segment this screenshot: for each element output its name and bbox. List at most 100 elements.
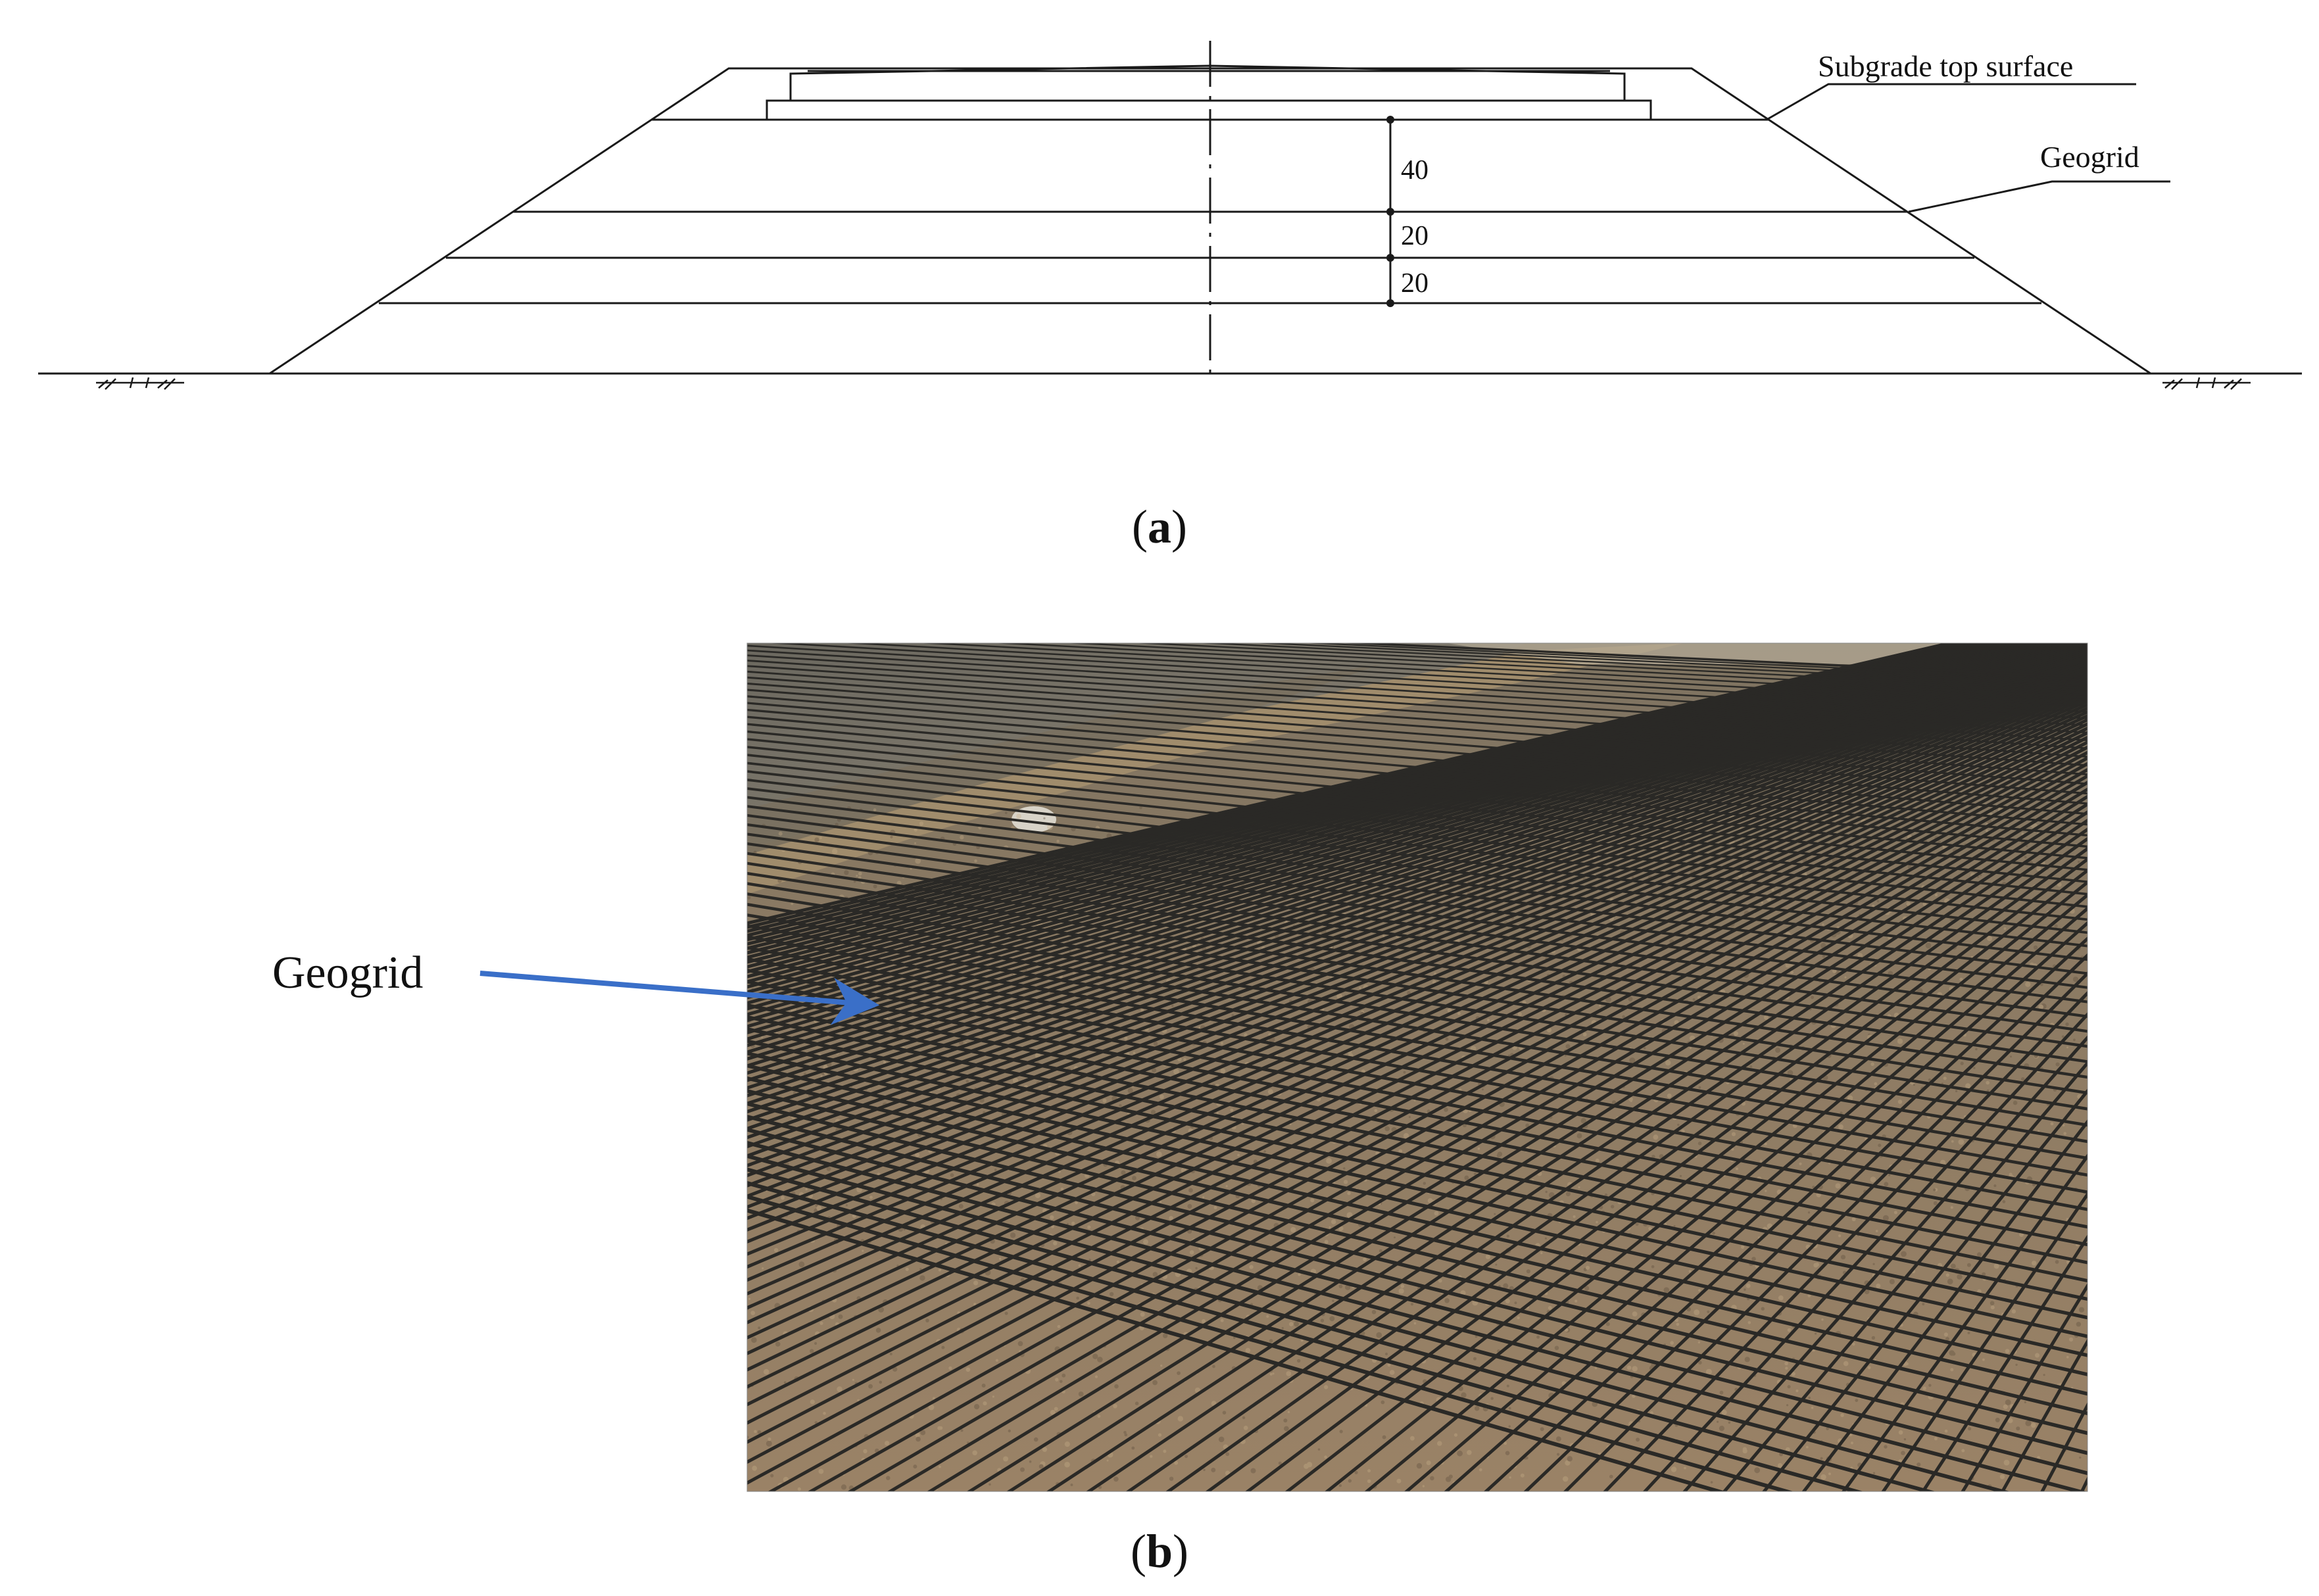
geogrid-strip bbox=[747, 805, 2087, 975]
geogrid-strip bbox=[747, 823, 2087, 1004]
geogrid-strip bbox=[747, 935, 2087, 1177]
geogrid-strip bbox=[747, 696, 2087, 1256]
geogrid-strip bbox=[747, 644, 2087, 727]
geogrid-strip bbox=[1086, 818, 2087, 1491]
geogrid-strip bbox=[765, 643, 2087, 719]
geogrid-strip bbox=[747, 658, 2087, 1114]
geogrid-strip bbox=[747, 650, 2087, 1082]
geogrid-strip bbox=[1196, 643, 2087, 687]
geogrid-strip bbox=[747, 667, 2087, 1149]
geogrid-strip bbox=[747, 692, 2087, 1244]
geogrid-strip bbox=[747, 861, 2087, 1063]
geogrid-strip bbox=[747, 687, 2087, 1221]
caption-b-letter: b bbox=[1146, 1525, 1173, 1578]
geogrid-strip bbox=[747, 673, 2087, 1168]
dimension-20-label: 20 bbox=[1401, 221, 1428, 251]
geogrid-strip bbox=[747, 643, 2009, 964]
geogrid-strip bbox=[847, 774, 2087, 1491]
geogrid-strip bbox=[747, 746, 2087, 883]
geogrid-strip bbox=[747, 675, 2087, 1178]
geogrid-strip bbox=[747, 1127, 2087, 1476]
geogrid-strip bbox=[1642, 1011, 2087, 1491]
geogrid-strip bbox=[747, 682, 2087, 785]
geogrid-strip bbox=[1046, 810, 2087, 1491]
geogrid-strip bbox=[747, 1140, 2087, 1491]
geogrid-strip bbox=[1338, 643, 2087, 679]
geogrid-strip bbox=[747, 833, 2087, 1018]
geogrid-strip bbox=[1762, 1088, 2087, 1491]
geogrid-strip bbox=[747, 796, 2087, 961]
geogrid-strip bbox=[1253, 643, 2087, 684]
geogrid-strip bbox=[747, 842, 2087, 1033]
geogrid-strip bbox=[747, 745, 2087, 1444]
geogrid-strip bbox=[747, 1027, 2087, 1320]
caption-a: (a) bbox=[1132, 500, 1187, 553]
geogrid-strip bbox=[747, 665, 2087, 758]
caption-b: (b) bbox=[1130, 1525, 1188, 1578]
geogrid-strip bbox=[747, 924, 2087, 1160]
geogrid-strip bbox=[747, 695, 2087, 805]
geogrid-strip bbox=[747, 643, 2054, 1005]
geogrid-strip bbox=[747, 902, 2087, 1127]
geogrid-strip bbox=[747, 670, 2087, 767]
geogrid-strip bbox=[747, 968, 2087, 1229]
geogrid-strip bbox=[747, 646, 2087, 1068]
geogrid-strip bbox=[747, 731, 2087, 1389]
ground-hatch-left bbox=[96, 377, 184, 390]
geogrid-strip bbox=[747, 787, 2087, 948]
geogrid-strip bbox=[747, 957, 2087, 1211]
geogrid-strip bbox=[747, 892, 2087, 1111]
geogrid-strip bbox=[747, 913, 2087, 1144]
geogrid-strip bbox=[917, 643, 2087, 707]
geogrid-strip bbox=[747, 980, 2087, 1247]
geogrid-strip bbox=[2191, 500, 2319, 1518]
geogrid-label-a: Geogrid bbox=[2040, 140, 2139, 174]
geogrid-strip bbox=[747, 754, 2087, 896]
geogrid-strip bbox=[747, 656, 2087, 1105]
geogrid-strip bbox=[1563, 971, 2087, 1491]
geogrid-strip bbox=[747, 643, 2076, 1028]
geogrid-leader bbox=[1908, 180, 2170, 213]
geogrid-strip bbox=[747, 649, 2087, 734]
ballast-base bbox=[766, 99, 1652, 121]
geogrid-strip bbox=[747, 708, 2087, 826]
geogrid-strip bbox=[2273, 500, 2319, 1518]
geogrid-strip bbox=[1801, 1119, 2087, 1491]
geogrid-strip bbox=[747, 740, 2087, 1425]
geogrid-strip bbox=[747, 723, 2087, 848]
subgrade-top-surface-label: Subgrade top surface bbox=[1818, 49, 2073, 83]
geogrid-strip bbox=[747, 779, 2087, 934]
geogrid-strip bbox=[747, 643, 2059, 1011]
geogrid-strip bbox=[747, 1003, 2087, 1283]
geogrid-strip bbox=[1364, 892, 2087, 1491]
geogrid-strip bbox=[747, 1015, 2087, 1301]
geogrid-strip bbox=[747, 1052, 2087, 1357]
geogrid-strip bbox=[1404, 906, 2087, 1491]
geogrid-strip bbox=[747, 750, 2087, 1464]
geogrid-strip bbox=[1006, 802, 2087, 1491]
geogrid-strip bbox=[747, 678, 2087, 1188]
geogrid-strip bbox=[2080, 1476, 2087, 1491]
geogrid-strip bbox=[747, 762, 2087, 908]
geogrid-strip bbox=[747, 730, 2087, 859]
geogrid-strip bbox=[747, 1167, 1936, 1491]
dimension-40-label: 40 bbox=[1401, 155, 1428, 185]
geogrid-strip bbox=[966, 794, 2087, 1491]
geogrid-strip bbox=[807, 767, 2087, 1491]
geogrid-strip bbox=[1722, 1060, 2087, 1491]
geogrid-strip bbox=[2000, 1338, 2087, 1491]
geogrid-arrow bbox=[479, 971, 880, 1025]
geogrid-strip bbox=[747, 643, 2071, 1023]
embankment-cross-section bbox=[38, 41, 2302, 390]
subgrade-leader bbox=[1766, 83, 2136, 121]
geogrid-strip bbox=[747, 722, 2087, 1355]
geogrid-strip bbox=[747, 1063, 2087, 1376]
geogrid-strip bbox=[747, 1039, 2087, 1338]
ground-hatch-right bbox=[2162, 377, 2251, 390]
geogrid-strip bbox=[747, 644, 2087, 1061]
geogrid-strip bbox=[747, 702, 2087, 815]
geogrid-strip bbox=[747, 699, 2087, 1269]
geogrid-strip bbox=[747, 813, 2087, 989]
geogrid-strip bbox=[747, 946, 2087, 1194]
